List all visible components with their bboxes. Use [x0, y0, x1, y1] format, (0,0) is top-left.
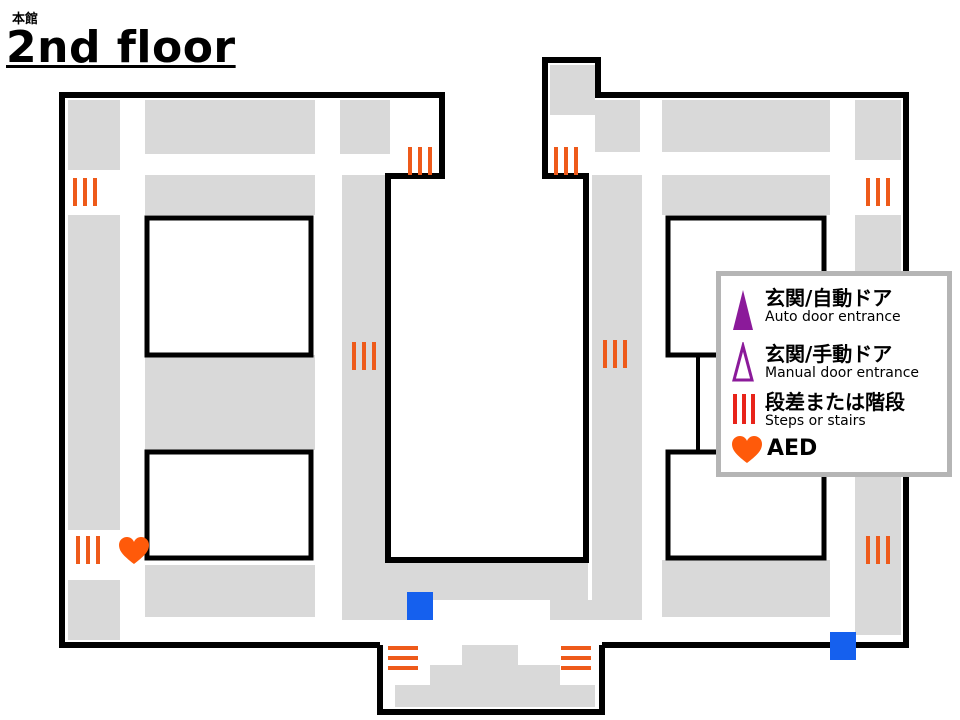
stairs-icon-horizontal	[388, 646, 418, 670]
inner-rooms	[144, 215, 827, 561]
stairs-icon	[76, 536, 100, 564]
stairs-icon	[866, 536, 890, 564]
legend-label-jp: 玄関/手動ドア	[765, 342, 893, 366]
legend-label-jp: 段差または階段	[765, 390, 905, 414]
elevator-markers	[407, 592, 856, 660]
stairs-icon	[73, 178, 97, 206]
elevator-icon	[830, 632, 856, 660]
room-left-lower	[144, 449, 314, 561]
stairs-icon	[733, 394, 755, 424]
elevator-icon	[407, 592, 433, 620]
room-left-upper	[144, 215, 314, 358]
legend-label-en: Auto door entrance	[765, 309, 901, 325]
stairs-icon	[554, 147, 578, 175]
aed-icon	[732, 436, 762, 463]
stairs-icon	[866, 178, 890, 206]
outer-walls	[59, 57, 909, 715]
stairs-markers	[73, 147, 890, 670]
legend-label-en: Manual door entrance	[765, 365, 920, 381]
legend-label-jp: 玄関/自動ドア	[765, 286, 893, 310]
legend-label-en: Steps or stairs	[765, 413, 866, 429]
stairs-icon	[352, 342, 376, 370]
auto-door-icon	[733, 290, 753, 330]
corridors	[68, 65, 901, 707]
stairs-icon-horizontal	[561, 646, 591, 670]
map-legend: 玄関/自動ドア Auto door entrance 玄関/手動ドア Manua…	[716, 271, 952, 477]
aed-icon	[119, 537, 149, 564]
building-name: 本館	[12, 12, 39, 27]
legend-label-aed: AED	[767, 436, 818, 461]
manual-door-icon	[732, 342, 754, 382]
stairs-icon	[408, 147, 432, 175]
floor-title: 2nd floor	[6, 22, 236, 73]
stairs-icon	[603, 340, 627, 368]
